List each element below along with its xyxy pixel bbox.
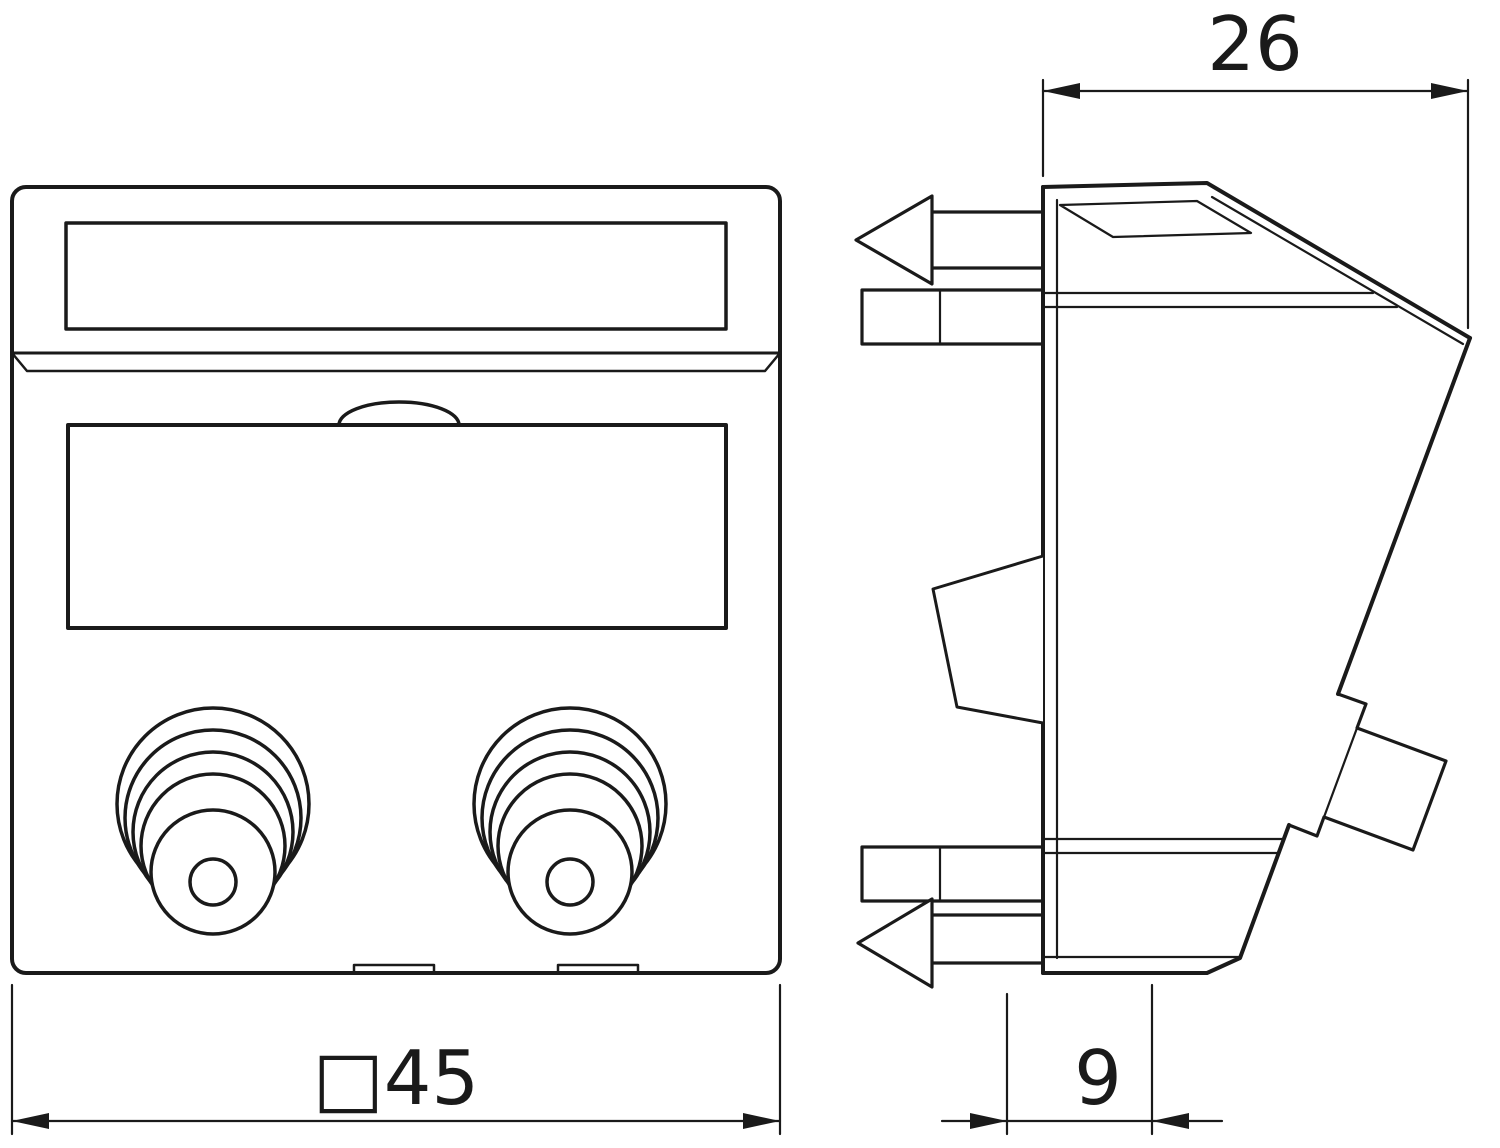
coax-connector-left [115, 706, 311, 936]
top-edge [1041, 181, 1472, 340]
dimension-9-label: 9 [1074, 1034, 1122, 1122]
top-claw-barb [854, 194, 934, 286]
dimension-26-arrow-left [1043, 83, 1080, 99]
dimension-26-label: 26 [1207, 0, 1302, 88]
coax-connector-right [472, 706, 668, 936]
dimension-26: 26 [1041, 0, 1470, 330]
dimension-45-arrow-left [12, 1113, 49, 1129]
side-retaining-claw [931, 554, 1045, 725]
bottom-notch-right [556, 963, 640, 975]
finger-recess-arc [337, 400, 461, 427]
faceplate-outline [10, 185, 782, 975]
front-view [10, 185, 782, 975]
top-mounting-tab [860, 288, 1045, 346]
bottom-claw-barb [856, 897, 934, 989]
angled-face-upper [1336, 336, 1472, 696]
label-window-front [64, 221, 728, 331]
bottom-notch-left [352, 963, 436, 975]
label-field-edge [1058, 199, 1253, 239]
dimension-45-label: □45 [313, 1034, 479, 1122]
dimension-9-arrow-left [970, 1113, 1007, 1129]
top-slant-inner-line [1210, 195, 1465, 346]
side-connector-divider [1315, 726, 1359, 838]
side-connector-outline [1287, 692, 1448, 852]
dimension-9-arrow-right [1152, 1113, 1189, 1129]
dimension-9: 9 [940, 983, 1224, 1136]
dimension-26-arrow-right [1431, 83, 1468, 99]
angled-face-lower [1041, 823, 1291, 975]
dimension-45: □45 [10, 983, 782, 1136]
faceplate-bevel-line [10, 351, 782, 373]
bottom-mounting-tab [860, 845, 1045, 903]
module-window-front [66, 423, 728, 630]
side-view [854, 181, 1472, 989]
dimension-45-arrow-right [743, 1113, 780, 1129]
